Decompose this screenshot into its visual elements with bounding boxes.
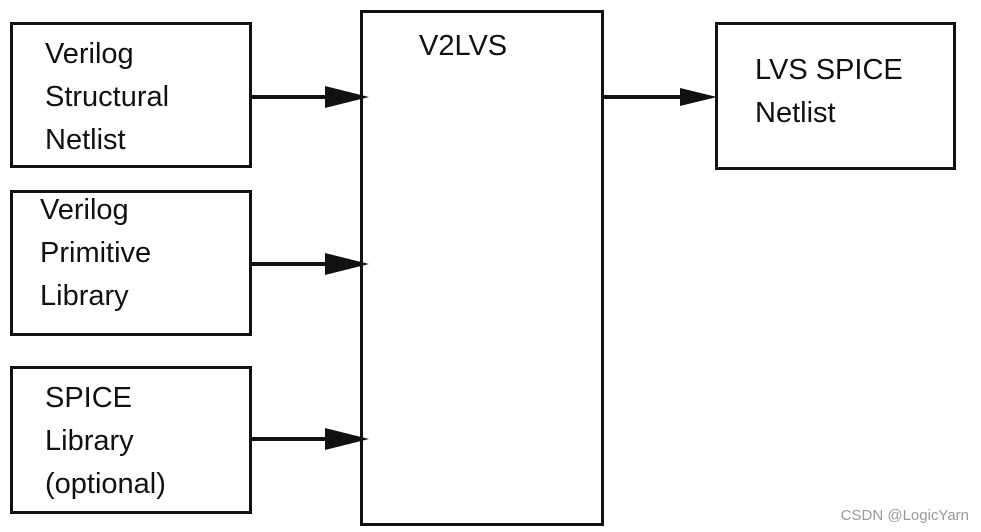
input-label-line-2: Primitive <box>40 237 152 269</box>
arrowhead-icon <box>325 86 369 108</box>
output-box-lvs-spice-netlist: LVS SPICE Netlist <box>715 22 956 170</box>
input-box-verilog-primitive-library: Verilog Primitive Library <box>10 190 252 336</box>
input-label-line-3: (optional) <box>45 468 166 500</box>
input-label-line-1: Verilog <box>45 38 134 70</box>
input-box-verilog-structural-netlist: Verilog Structural Netlist <box>10 22 252 168</box>
input-label-line-2: Structural <box>45 81 170 113</box>
input-label-line-3: Netlist <box>45 124 126 156</box>
output-label-line-1: LVS SPICE <box>755 54 903 86</box>
input-label-line-1: SPICE <box>45 382 133 414</box>
arrowhead-icon <box>325 253 369 275</box>
watermark: CSDN @LogicYarn <box>840 507 969 524</box>
input-box-spice-library: SPICE Library (optional) <box>10 366 252 514</box>
input-label-line-3: Library <box>40 280 129 312</box>
input-label-line-2: Library <box>45 425 134 457</box>
output-label-line-2: Netlist <box>755 97 836 129</box>
arrowhead-icon <box>680 88 717 106</box>
v2lvs-title: V2LVS <box>419 30 508 62</box>
input-label-line-1: Verilog <box>40 194 129 226</box>
arrowhead-icon <box>325 428 369 450</box>
v2lvs-box: V2LVS <box>360 10 604 526</box>
